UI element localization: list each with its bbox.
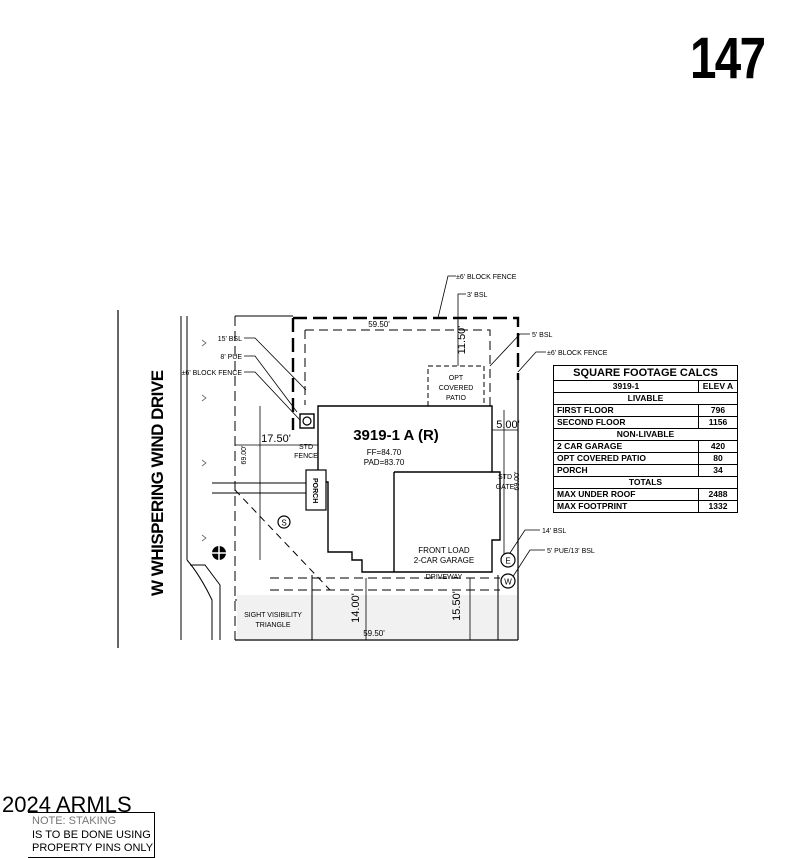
totals-value: 2488 [698,488,738,501]
totals-label: MAX UNDER ROOF [553,488,699,501]
callout-15-bsl: 15' BSL [218,336,242,343]
house-footprint [317,405,501,573]
sqft-col-elev: ELEV A [698,380,738,393]
dim-front-left: 14.00' [350,593,362,623]
sewer-label: S [281,519,286,528]
dim-depth-right: 69.00' [514,472,521,491]
sewer-symbol: S [277,515,291,529]
sqft-col-plan: 3919-1 [553,380,699,393]
nonlivable-label: PORCH [553,464,699,477]
garage-line2: 2-CAR GARAGE [414,556,474,565]
sqft-title: SQUARE FOOTAGE CALCS [553,365,738,381]
sqft-nonlivable-header: NON-LIVABLE [553,428,738,441]
sight-line1: SIGHT VISIBILITY [244,612,302,619]
ff-label: FF=84.70 [367,448,402,457]
patio-line1: OPT [449,375,464,382]
patio-outline [427,365,485,407]
street-lines [117,310,236,648]
callout-block-fence-top: ±6' BLOCK FENCE [456,274,517,281]
plan-label: 3919-1 A (R) [353,427,439,444]
dim-side-right: 5.00' [496,419,520,431]
note-line-2: IS TO BE DONE USING [32,828,151,841]
fence-post-symbol [299,413,315,429]
nonlivable-value: 34 [698,464,738,477]
porch-label: PORCH [311,478,318,503]
std-fence-1: STD [299,444,313,451]
water-symbol: W [500,573,516,589]
livable-value: 1156 [698,416,738,429]
lot-boundary [235,315,520,641]
callout-block-fence-left: ±6' BLOCK FENCE [182,370,243,377]
patio-line3: PATIO [446,395,467,402]
utility-pole-symbol [212,546,226,560]
nonlivable-value: 420 [698,440,738,453]
callout-block-fence-right: ±6' BLOCK FENCE [547,350,608,357]
street-marks [201,339,207,542]
callout-leaders [244,275,546,579]
lot-number: 147 [690,26,766,91]
driveway-lines [311,575,499,640]
dim-width-top: 59.50' [368,320,390,329]
dimension-lines [235,320,518,640]
patio-line2: COVERED [439,385,474,392]
totals-label: MAX FOOTPRINT [553,500,699,513]
callout-5-bsl: 5' BSL [532,332,553,339]
sqft-totals-header: TOTALS [553,476,738,489]
dim-width-bottom: 59.50' [363,629,385,638]
staking-note: NOTE: STAKING IS TO BE DONE USING PROPER… [28,812,155,858]
pad-label: PAD=83.70 [364,458,405,467]
livable-label: SECOND FLOOR [553,416,699,429]
driveway-label: DRIVEWAY [426,574,463,581]
sight-line2: TRIANGLE [255,622,290,629]
callout-pue-bsl: 5' PUE/13' BSL [547,548,595,555]
garage-line1: FRONT LOAD [418,546,470,555]
std-fence-2: FENCE [294,453,318,460]
callout-14-bsl: 14' BSL [542,528,566,535]
dim-depth-left: 69.00' [241,446,248,465]
nonlivable-label: OPT COVERED PATIO [553,452,699,465]
water-label: W [504,578,512,587]
nonlivable-value: 80 [698,452,738,465]
livable-label: FIRST FLOOR [553,404,699,417]
note-line-1: NOTE: STAKING [32,815,117,827]
callout-3-bsl: 3' BSL [467,292,488,299]
dim-front-right: 15.50' [451,591,463,621]
livable-value: 796 [698,404,738,417]
square-footage-table: SQUARE FOOTAGE CALCS 3919-1 ELEV A LIVAB… [553,365,738,513]
dim-side-left: 17.50' [261,433,291,445]
note-line-3: PROPERTY PINS ONLY [32,842,154,854]
setback-lines [270,329,500,591]
porch-outline [305,469,327,511]
walkway [212,482,306,494]
dim-rear-setback: 11.50' [456,326,468,355]
totals-value: 1332 [698,500,738,513]
nonlivable-label: 2 CAR GARAGE [553,440,699,453]
std-gate-2: GATE [496,484,515,491]
electric-symbol: E [500,552,516,568]
electric-label: E [505,557,510,566]
std-gate-1: STD [498,474,512,481]
callout-8-pue: 8' PUE [220,354,242,361]
sqft-livable-header: LIVABLE [553,392,738,405]
